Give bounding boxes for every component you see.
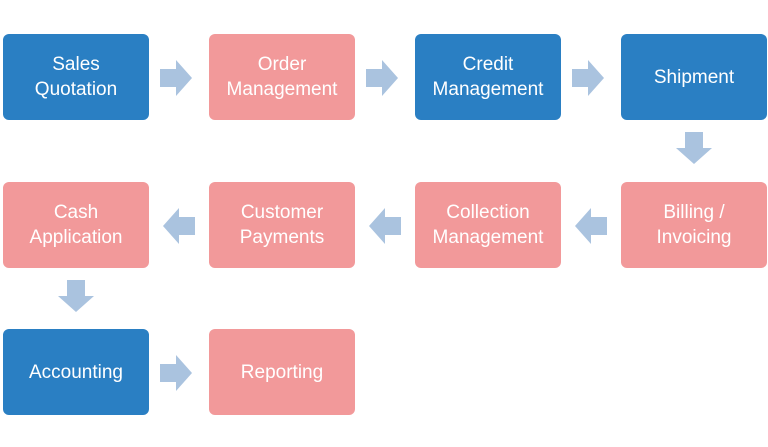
- arrow-left-icon: [369, 208, 401, 244]
- arrow-left-icon: [163, 208, 195, 244]
- node-sales-quotation: Sales Quotation: [3, 34, 149, 120]
- node-accounting: Accounting: [3, 329, 149, 415]
- arrow-down-icon: [676, 132, 712, 164]
- node-cash-application: Cash Application: [3, 182, 149, 268]
- arrow-right-icon: [160, 355, 192, 391]
- arrow-right-icon: [572, 60, 604, 96]
- node-customer-payments: Customer Payments: [209, 182, 355, 268]
- node-collection-management: Collection Management: [415, 182, 561, 268]
- node-credit-management: Credit Management: [415, 34, 561, 120]
- arrow-right-icon: [160, 60, 192, 96]
- arrow-down-icon: [58, 280, 94, 312]
- node-shipment: Shipment: [621, 34, 767, 120]
- arrow-right-icon: [366, 60, 398, 96]
- node-reporting: Reporting: [209, 329, 355, 415]
- arrow-left-icon: [575, 208, 607, 244]
- node-billing-invoicing: Billing / Invoicing: [621, 182, 767, 268]
- node-order-management: Order Management: [209, 34, 355, 120]
